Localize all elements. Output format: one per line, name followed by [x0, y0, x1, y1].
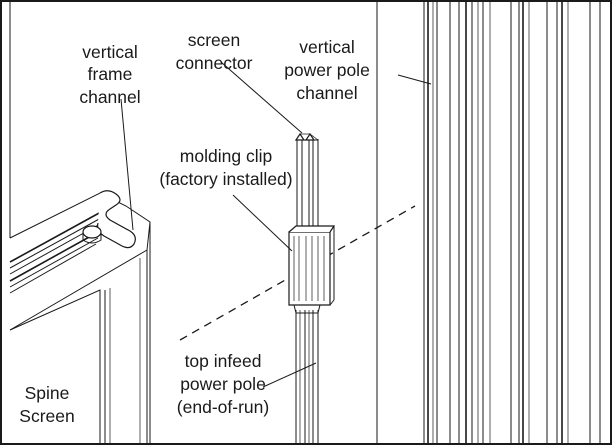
label-vertical-power-pole-channel-line2: power pole: [284, 60, 370, 80]
leader-screen-connector: [220, 61, 303, 134]
label-vertical-power-pole-channel-line1: vertical: [299, 37, 354, 57]
label-molding-clip-line1: molding clip: [180, 146, 272, 166]
label-top-infeed-power-pole-line1: top infeed: [185, 351, 262, 371]
leader-vertical-frame-channel: [120, 98, 134, 231]
molding-clip: [288, 225, 336, 314]
leader-molding-clip: [232, 194, 293, 252]
top-infeed-power-pole: [295, 310, 319, 444]
label-spine-screen-line2: Screen: [19, 406, 74, 426]
spine-screen: [9, 190, 151, 444]
label-vertical-frame-channel-line2: frame: [88, 64, 133, 84]
alignment-dashed-line: [179, 205, 416, 341]
label-vertical-frame-channel-line1: vertical: [82, 42, 137, 62]
label-top-infeed-power-pole-line2: power pole: [180, 374, 266, 394]
label-screen-connector-line1: screen: [188, 30, 241, 50]
label-spine-screen-line1: Spine: [25, 383, 70, 403]
vertical-power-pole-channel: [376, 2, 601, 444]
label-vertical-power-pole-channel-line3: channel: [296, 83, 357, 103]
leader-vertical-power-pole-channel: [397, 74, 432, 85]
label-vertical-frame-channel-line3: channel: [79, 87, 140, 107]
label-top-infeed-power-pole-line3: (end-of-run): [177, 397, 269, 417]
screen-connector: [294, 132, 319, 232]
label-screen-connector-line2: connector: [176, 53, 253, 73]
leader-top-infeed-power-pole: [262, 362, 317, 388]
label-molding-clip-line2: (factory installed): [159, 169, 292, 189]
